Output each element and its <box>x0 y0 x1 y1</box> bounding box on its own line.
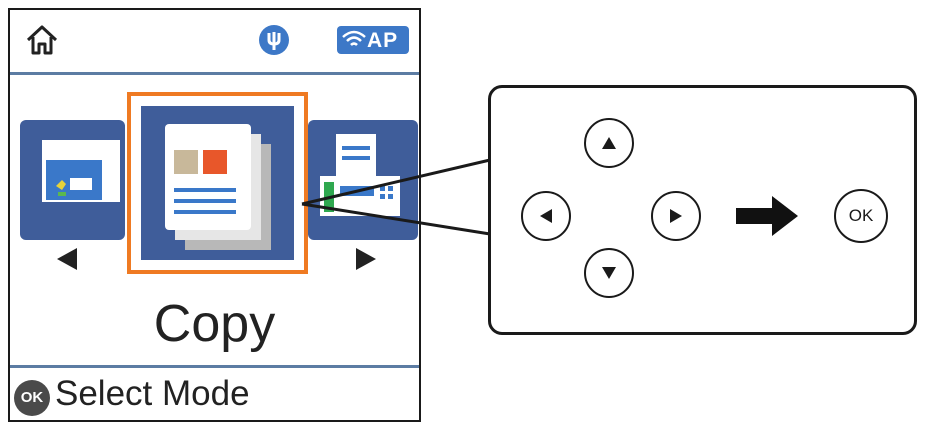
copy-mode-icon <box>165 124 271 250</box>
printer-lcd-screen: AP <box>8 8 421 422</box>
down-arrow-icon <box>602 267 616 279</box>
header-divider <box>10 72 419 75</box>
down-button[interactable] <box>584 248 634 298</box>
up-arrow-icon <box>602 137 616 149</box>
then-arrow-icon <box>736 196 798 236</box>
copy-mode-tile-selected[interactable] <box>127 92 308 274</box>
footer-instruction: Select Mode <box>55 374 250 413</box>
scroll-right-arrow-icon[interactable] <box>354 246 378 272</box>
ok-badge-icon: OK <box>14 380 50 416</box>
scan-mode-tile[interactable] <box>20 120 125 240</box>
home-icon[interactable] <box>24 22 60 58</box>
usb-icon <box>259 25 289 55</box>
left-arrow-icon <box>540 209 552 223</box>
footer-divider <box>10 365 419 368</box>
control-panel-callout: OK <box>488 85 917 335</box>
left-button[interactable] <box>521 191 571 241</box>
scroll-left-arrow-icon[interactable] <box>55 246 79 272</box>
wifi-ap-label: AP <box>367 29 399 52</box>
wifi-icon <box>342 30 366 46</box>
up-button[interactable] <box>584 118 634 168</box>
copy-mode-tile <box>141 106 294 260</box>
ok-button[interactable]: OK <box>834 189 888 243</box>
wifi-ap-badge: AP <box>337 26 409 54</box>
scan-mode-icon <box>42 140 120 202</box>
status-bar: AP <box>10 10 419 72</box>
right-button[interactable] <box>651 191 701 241</box>
selected-mode-label: Copy <box>153 295 276 353</box>
right-arrow-icon <box>670 209 682 223</box>
